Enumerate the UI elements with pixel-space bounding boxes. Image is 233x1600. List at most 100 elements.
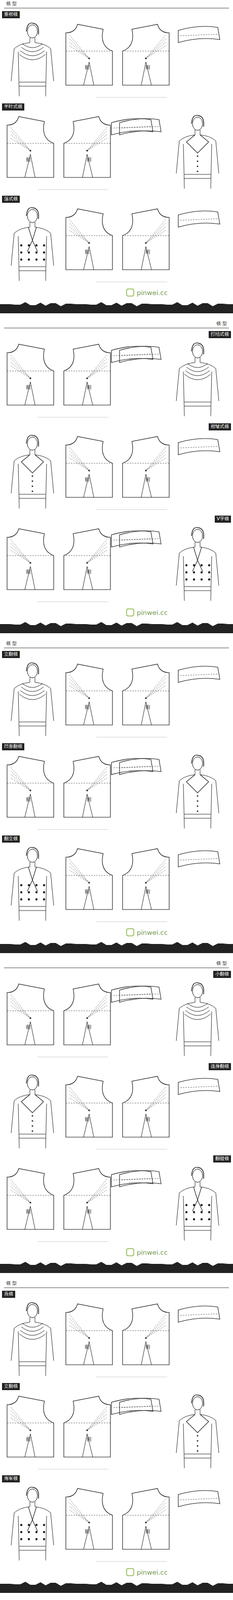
fold-line bbox=[121, 354, 160, 356]
print-dot bbox=[192, 570, 196, 573]
pattern-label: pinwei.cc bbox=[136, 608, 168, 616]
bust-point bbox=[144, 469, 147, 472]
figure-shoulders bbox=[11, 681, 54, 721]
note-rule bbox=[96, 509, 168, 510]
slash-line bbox=[145, 678, 166, 698]
print-dot bbox=[35, 251, 38, 254]
drape-fold bbox=[186, 1005, 209, 1011]
slash-line bbox=[10, 773, 31, 791]
slash-line bbox=[87, 127, 107, 151]
slash-line bbox=[69, 39, 90, 59]
slash-line bbox=[10, 365, 31, 379]
figure-body bbox=[18, 875, 47, 920]
print-dot bbox=[20, 897, 23, 900]
logo-mark bbox=[126, 1567, 134, 1575]
note-rule bbox=[37, 1056, 109, 1057]
print-dot bbox=[200, 570, 203, 573]
drape-fold bbox=[22, 43, 43, 48]
slash-line bbox=[145, 1508, 166, 1522]
bust-line bbox=[122, 1513, 170, 1514]
bust-line bbox=[63, 370, 111, 371]
fold-line bbox=[121, 538, 160, 540]
figure-body bbox=[183, 1422, 212, 1467]
bust-line bbox=[7, 1193, 54, 1195]
print-dot bbox=[27, 1522, 30, 1525]
slash-line bbox=[145, 681, 166, 698]
note-rule bbox=[96, 920, 168, 922]
bust-line bbox=[7, 1421, 54, 1422]
bust-point bbox=[29, 149, 31, 152]
slash-line bbox=[145, 219, 166, 244]
slash-line bbox=[69, 447, 90, 471]
slash-line bbox=[10, 994, 31, 1018]
dart bbox=[141, 61, 152, 86]
dart bbox=[83, 885, 94, 909]
torn-footer bbox=[0, 1260, 233, 1272]
fold-line bbox=[113, 354, 151, 356]
bust-line bbox=[63, 1193, 111, 1195]
print-dot bbox=[208, 1202, 211, 1206]
dart bbox=[24, 565, 35, 590]
slash-line bbox=[145, 1090, 166, 1110]
bodice-block bbox=[65, 847, 113, 909]
figure-hair bbox=[191, 342, 204, 355]
slash-line bbox=[69, 1097, 90, 1110]
tab-text: 燕领 bbox=[4, 1290, 14, 1296]
dart bbox=[24, 1205, 35, 1229]
dart bbox=[24, 1432, 35, 1456]
figure-neck bbox=[195, 996, 201, 1002]
slash-line bbox=[145, 230, 166, 244]
bust-line bbox=[7, 782, 54, 783]
slash-line bbox=[87, 1178, 107, 1202]
slash-line bbox=[10, 550, 31, 563]
figure-neck bbox=[29, 1315, 35, 1322]
print-dot bbox=[35, 883, 38, 886]
bodice-block bbox=[63, 528, 111, 590]
print-dot bbox=[35, 1529, 38, 1532]
pattern-label: 前 bbox=[84, 1527, 90, 1533]
bust-point bbox=[144, 57, 147, 60]
collar-piece bbox=[119, 118, 162, 135]
bust-point bbox=[86, 789, 88, 791]
slash-line bbox=[145, 46, 166, 59]
logo-mark bbox=[126, 288, 134, 296]
pattern-label: 前 bbox=[86, 156, 92, 163]
drape-fold bbox=[22, 1322, 43, 1327]
note-rule bbox=[37, 828, 109, 830]
print-dot bbox=[20, 1529, 23, 1532]
slash-line bbox=[145, 1086, 166, 1110]
pattern-label: 前 bbox=[25, 795, 31, 802]
print-dot bbox=[35, 1536, 38, 1539]
pattern-label: 领 型 bbox=[6, 640, 17, 646]
figure-neck bbox=[29, 861, 35, 867]
button bbox=[197, 170, 199, 173]
header-rule bbox=[4, 1286, 229, 1288]
print-dot bbox=[200, 563, 203, 566]
bust-line bbox=[7, 554, 54, 556]
print-dot bbox=[43, 1536, 46, 1539]
tab-text: V字领 bbox=[216, 515, 229, 521]
print-dot bbox=[20, 890, 23, 893]
button bbox=[31, 1124, 34, 1126]
fold-line bbox=[121, 126, 160, 129]
slash-line bbox=[87, 1413, 107, 1430]
pattern-label: 前 bbox=[86, 1207, 92, 1214]
button bbox=[197, 165, 199, 168]
collar-piece bbox=[111, 757, 153, 774]
slash-line bbox=[145, 1324, 166, 1338]
bust-point bbox=[88, 469, 90, 472]
fold-line bbox=[113, 765, 151, 768]
fold-line bbox=[180, 858, 218, 860]
pattern-label: 前 bbox=[145, 1342, 151, 1349]
print-dot bbox=[200, 1202, 203, 1206]
pattern-label: 前 bbox=[84, 64, 90, 70]
print-dot bbox=[27, 258, 30, 261]
bodice-block bbox=[7, 1394, 54, 1456]
collar-piece bbox=[119, 1396, 162, 1414]
fold-line bbox=[113, 1405, 151, 1407]
figure-neck bbox=[29, 221, 35, 227]
bust-line bbox=[122, 462, 170, 463]
bodice-block bbox=[63, 343, 111, 405]
dart bbox=[141, 1340, 152, 1364]
figure-head bbox=[27, 209, 38, 223]
